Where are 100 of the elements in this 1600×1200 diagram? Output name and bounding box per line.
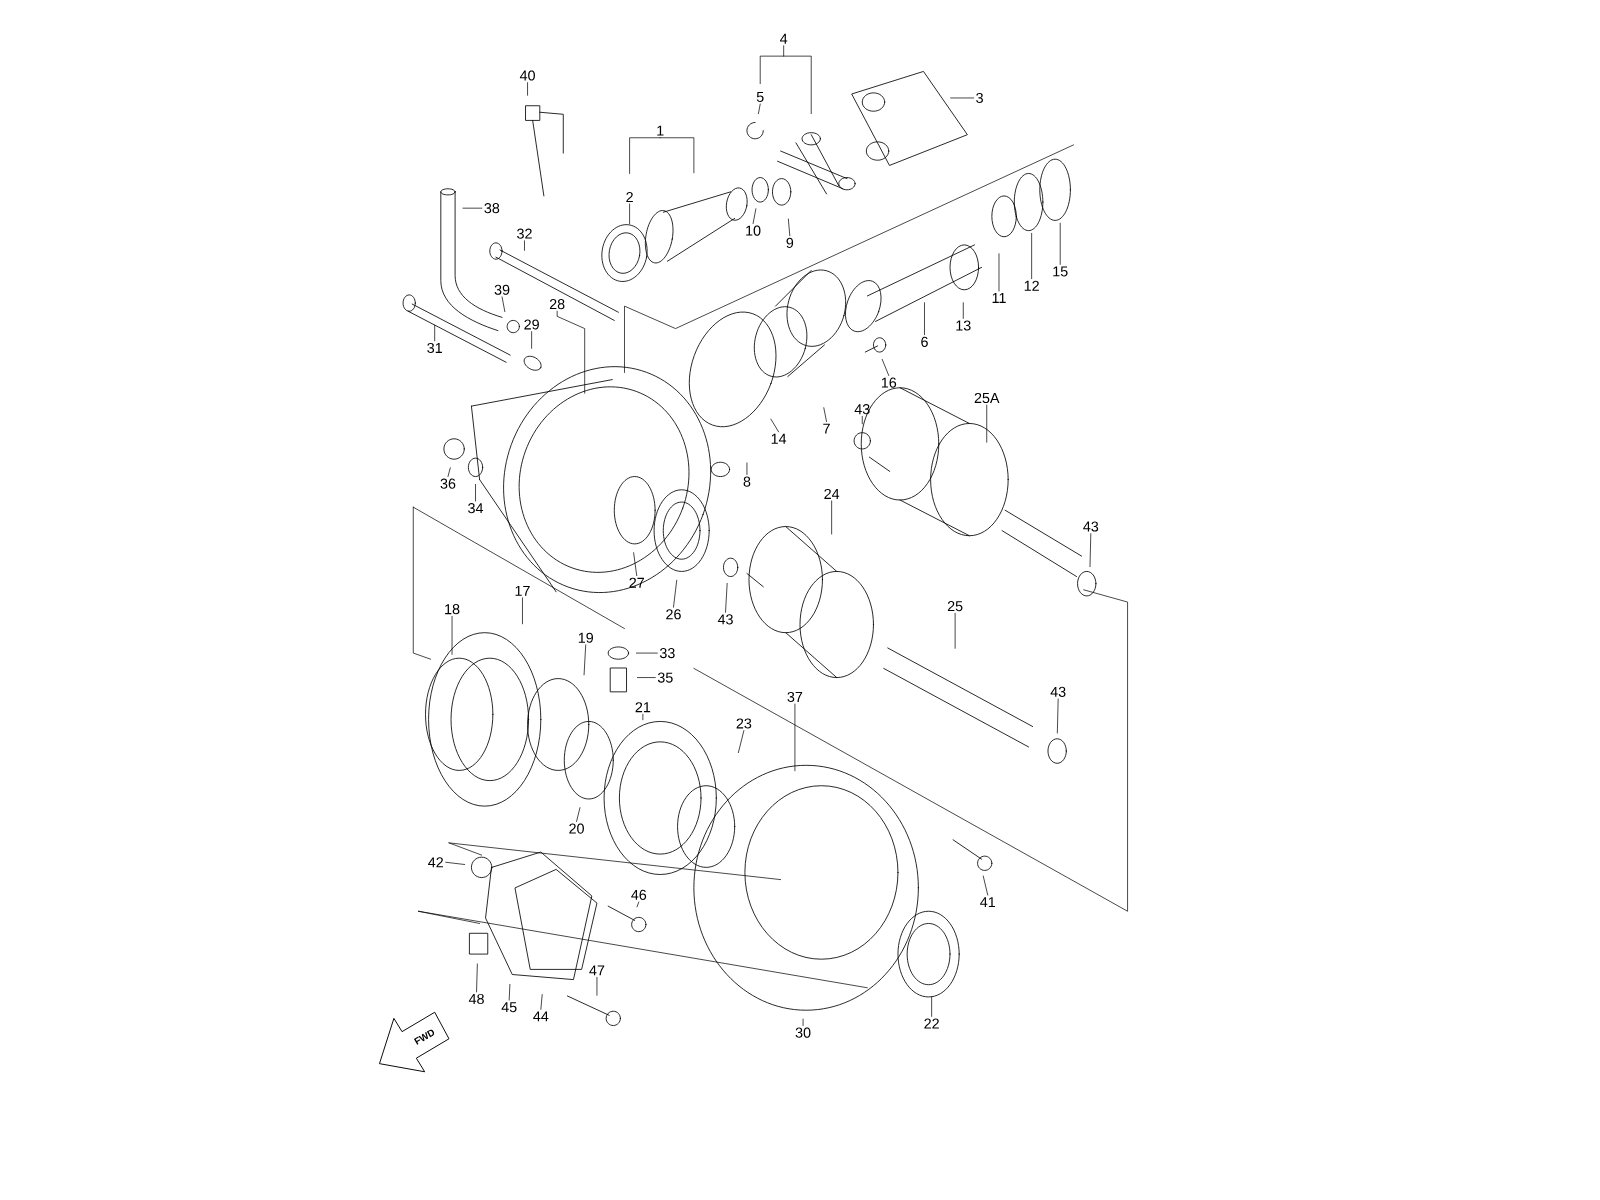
callout-number: 33 — [659, 648, 675, 659]
callout-number: 31 — [427, 342, 442, 354]
callout-number: 42 — [428, 857, 443, 868]
callout-number: 44 — [533, 1011, 549, 1022]
leader-line — [823, 407, 827, 422]
callout-number: 7 — [823, 423, 830, 434]
callout-number: 34 — [468, 503, 484, 514]
callout-number: 25 — [947, 601, 963, 612]
callout-number: 43 — [854, 404, 870, 415]
leader-line — [556, 310, 586, 394]
leader-line — [759, 45, 812, 114]
callout-number: 40 — [519, 70, 535, 81]
callout-number: 18 — [445, 604, 460, 615]
leader-line — [522, 597, 523, 625]
leader-line — [861, 415, 863, 425]
leader-line — [475, 484, 476, 502]
callout-number: 6 — [921, 336, 928, 347]
callout-number: 19 — [578, 632, 593, 643]
leader-line — [524, 240, 525, 251]
leader-line — [451, 615, 453, 655]
leader-line — [636, 652, 658, 654]
leader-line — [476, 963, 478, 993]
leader-line — [642, 713, 644, 721]
callout-number: 23 — [736, 718, 752, 729]
callout-number: 22 — [924, 1018, 939, 1029]
leader-line — [576, 807, 581, 822]
leader-line — [831, 500, 832, 535]
leader-line — [501, 296, 506, 313]
leader-line — [788, 218, 791, 237]
leader-line — [540, 994, 543, 1010]
leader-line — [794, 703, 796, 772]
callout-number: 17 — [515, 585, 530, 596]
callout-number: 13 — [956, 320, 971, 331]
arrow-label: FWD — [413, 1029, 435, 1045]
leader-line — [629, 137, 695, 174]
callout-number: 9 — [786, 237, 794, 248]
leader-line — [462, 207, 483, 209]
callout-number: 46 — [631, 889, 647, 900]
callout-number: 8 — [743, 476, 751, 487]
callout-number: 1 — [657, 125, 664, 136]
leader-line — [986, 404, 988, 443]
leader-line — [950, 97, 974, 99]
callout-number: 25A — [974, 392, 1000, 404]
leader-line — [583, 644, 587, 676]
leader-line — [924, 302, 925, 336]
leader-line — [637, 677, 656, 678]
leader-line — [629, 203, 630, 225]
leader-line — [1059, 222, 1061, 265]
callout-number: 38 — [484, 203, 500, 214]
callout-number: 2 — [626, 191, 633, 202]
leader-line — [1031, 233, 1032, 280]
leader-line — [673, 579, 678, 608]
callout-number: 39 — [494, 284, 510, 295]
callout-number: 3 — [976, 92, 983, 104]
callout-number: 20 — [569, 823, 584, 834]
leader-line — [998, 253, 1000, 292]
leader-line — [881, 359, 890, 376]
leader-line — [982, 875, 989, 896]
callout-number: 43 — [1050, 686, 1066, 697]
callout-number: 11 — [992, 293, 1006, 303]
callout-number: 36 — [440, 478, 456, 489]
leader-line — [738, 730, 745, 753]
callout-number: 5 — [756, 91, 764, 102]
leader-line — [447, 467, 451, 477]
callout-number: 29 — [524, 319, 539, 330]
callout-number: 16 — [881, 377, 897, 388]
leader-line — [931, 996, 932, 1017]
leader-line — [752, 208, 757, 224]
callout-number: 48 — [468, 993, 484, 1005]
callout-number: 14 — [771, 433, 787, 444]
callout-number: 30 — [795, 1027, 811, 1038]
leader-line — [954, 612, 956, 649]
leader-line — [725, 582, 728, 613]
leader-line — [633, 552, 638, 576]
leader-line — [770, 418, 779, 433]
leader-line — [445, 861, 466, 865]
leader-line — [527, 82, 528, 96]
callout-number: 21 — [635, 702, 651, 713]
leader-line — [434, 324, 436, 342]
callout-number: 4 — [780, 33, 788, 44]
callout-number: 32 — [517, 228, 532, 239]
callout-number: 47 — [589, 965, 605, 976]
callout-number: 41 — [980, 897, 996, 907]
leader-line — [1056, 698, 1059, 734]
callout-number: 15 — [1053, 266, 1068, 277]
callout-number: 37 — [787, 691, 803, 702]
leader-line — [962, 302, 964, 319]
callout-number: 35 — [657, 672, 673, 683]
leader-line — [802, 1018, 804, 1026]
callout-number: 45 — [501, 1002, 517, 1013]
callout-number: 28 — [549, 299, 565, 310]
callout-number: 43 — [717, 614, 733, 625]
leader-line — [596, 977, 598, 996]
callout-number: 43 — [1083, 521, 1099, 532]
leader-line — [531, 331, 532, 349]
leader-line — [758, 103, 761, 115]
leader-line — [508, 984, 511, 1001]
callout-number: 12 — [1024, 280, 1039, 291]
callout-number: 27 — [629, 577, 644, 588]
callout-number: 26 — [666, 609, 681, 620]
